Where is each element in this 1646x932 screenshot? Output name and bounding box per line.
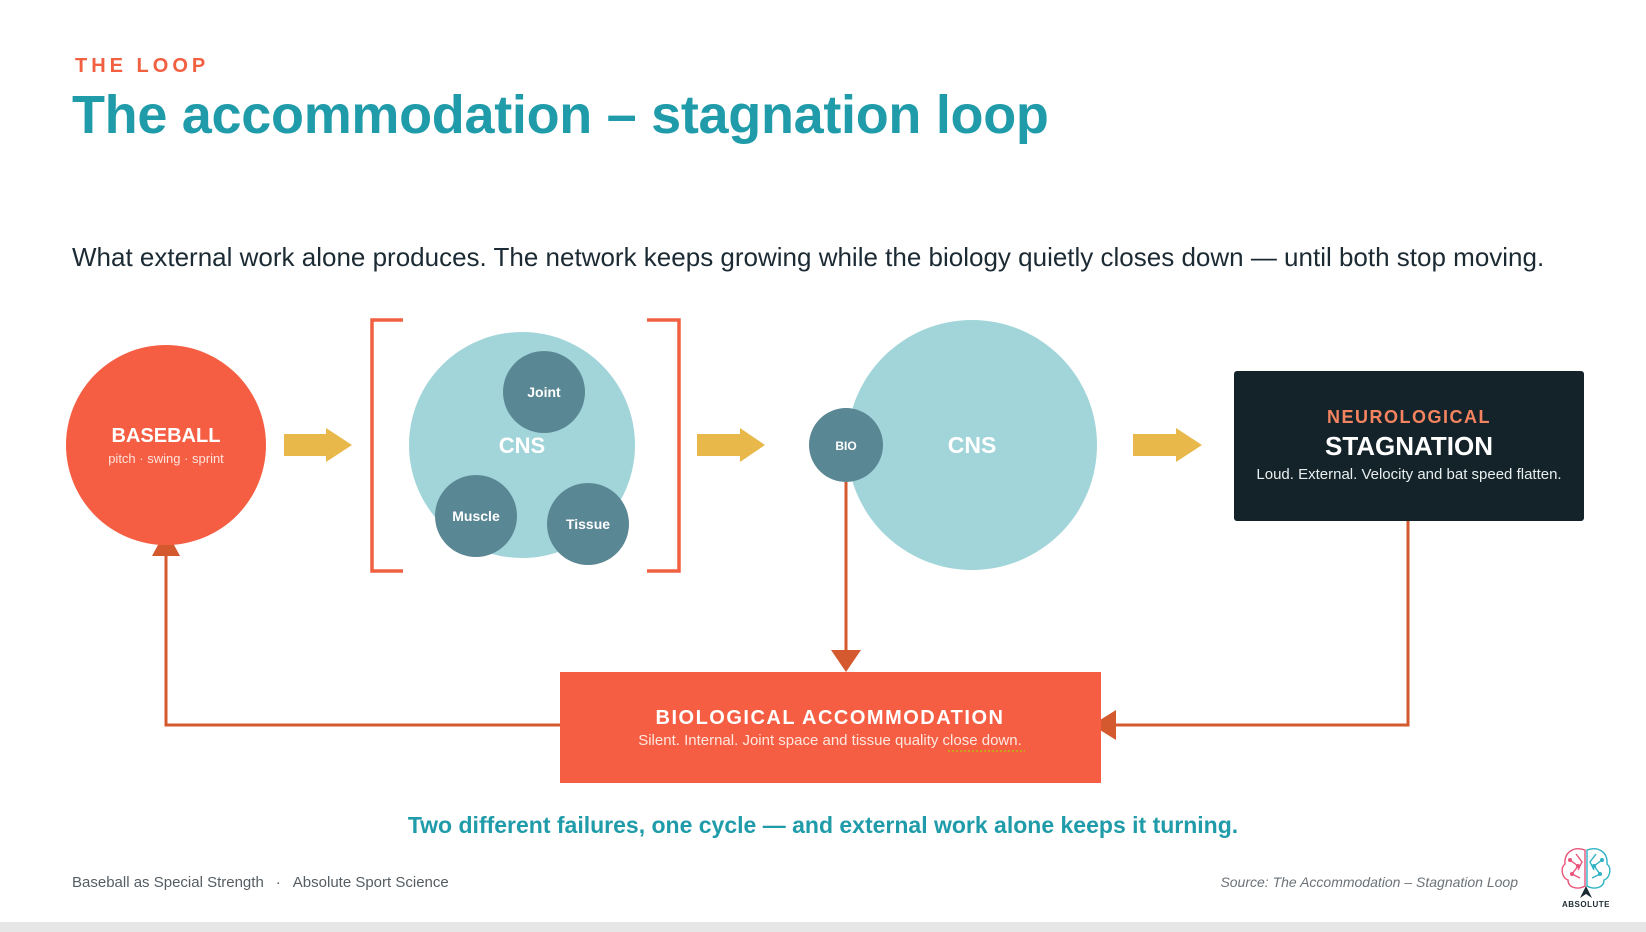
section-kicker: THE LOOP: [75, 55, 210, 77]
accommodation-box: [560, 672, 1101, 783]
stagnation-desc: Loud. External. Velocity and bat speed f…: [1256, 466, 1561, 483]
left-bracket: [370, 318, 403, 573]
tagline: Two different failures, one cycle — and …: [407, 812, 1239, 838]
joint-label: Joint: [527, 384, 561, 400]
tissue-node: [547, 483, 629, 565]
baseball-title: BASEBALL: [112, 425, 221, 447]
brain-logo-icon: [1561, 848, 1611, 898]
source-note: Source: The Accommodation – Stagnation L…: [1220, 874, 1518, 890]
flow-arrow-1: [284, 428, 352, 462]
logo-wordmark: ABSOLUTE: [1562, 900, 1610, 909]
cns-label-balanced: CNS: [499, 433, 545, 458]
bottom-bar: [0, 922, 1646, 932]
accommodation-title: BIOLOGICAL ACCOMMODATION: [656, 707, 1005, 729]
stagnation-kicker: NEUROLOGICAL: [1327, 407, 1491, 427]
flow-arrow-2: [697, 428, 765, 462]
baseball-subtitle: pitch · swing · sprint: [108, 451, 224, 466]
footer-left: Baseball as Special Strength · Absolute Sp…: [72, 874, 449, 891]
page-subtitle: What external work alone produces. The n…: [72, 242, 1545, 272]
joint-node: [503, 351, 585, 433]
flow-arrow-3: [1133, 428, 1202, 462]
muscle-node: [435, 475, 517, 557]
accommodation-desc: Silent. Internal. Joint space and tissue…: [638, 732, 1022, 749]
footer-org: Absolute Sport Science: [292, 874, 449, 891]
bio-arrowhead-down: [831, 650, 861, 672]
stagnation-box: [1234, 371, 1584, 521]
stagnation-line-down: [1108, 518, 1410, 727]
tissue-label: Tissue: [566, 516, 610, 532]
baseball-circle: [66, 345, 266, 545]
cns-label-grown: CNS: [948, 432, 997, 458]
page-title: The accommodation – stagnation loop: [72, 85, 1049, 145]
cns-circle-grown: [847, 320, 1097, 570]
bio-label: BIO: [835, 439, 856, 453]
footer-separator: ·: [275, 874, 281, 891]
stagnation-title: STAGNATION: [1325, 431, 1493, 461]
bio-node: [809, 408, 883, 482]
right-bracket: [647, 318, 681, 573]
return-line-to-baseball: [164, 552, 560, 727]
muscle-label: Muscle: [452, 508, 500, 524]
stagnation-arrowhead-left: [1092, 710, 1116, 740]
footer-book-title: Baseball as Special Strength: [72, 874, 264, 891]
